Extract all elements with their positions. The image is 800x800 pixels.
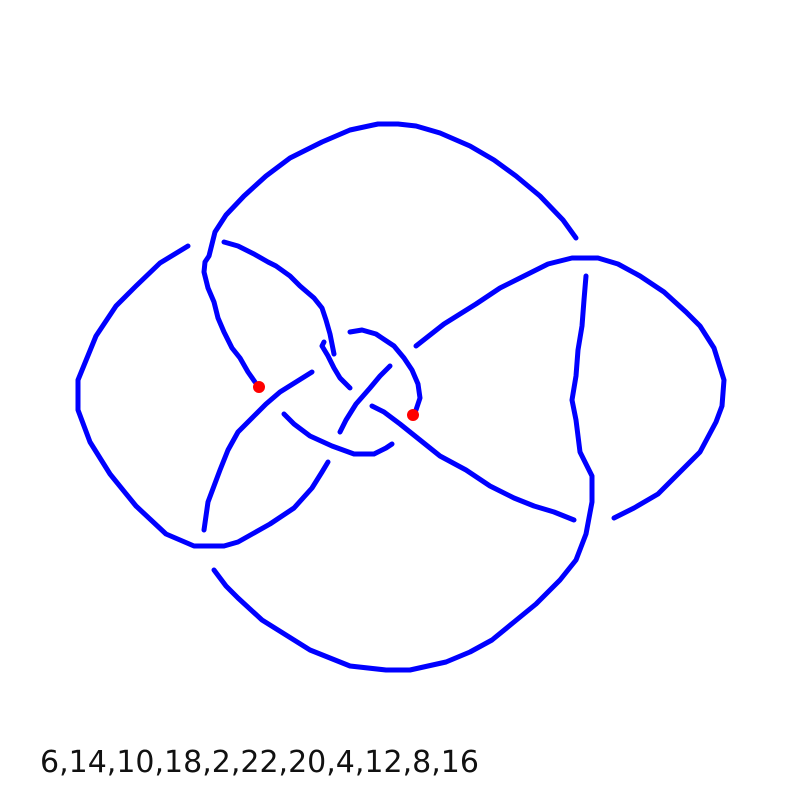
strand-9 — [281, 411, 395, 457]
strand-1 — [201, 121, 579, 385]
marker-left — [253, 381, 265, 393]
strand-2 — [75, 243, 331, 549]
strand-10 — [337, 363, 393, 435]
strand-6 — [201, 369, 315, 533]
strand-7 — [319, 339, 353, 391]
marker-right — [407, 409, 419, 421]
strand-11 — [369, 403, 577, 523]
strand-4 — [413, 255, 727, 521]
strand-8 — [347, 327, 423, 413]
strand-3 — [211, 273, 595, 673]
dt-code-caption: 6,14,10,18,2,22,20,4,12,8,16 — [40, 745, 479, 780]
strand-5 — [221, 239, 337, 357]
